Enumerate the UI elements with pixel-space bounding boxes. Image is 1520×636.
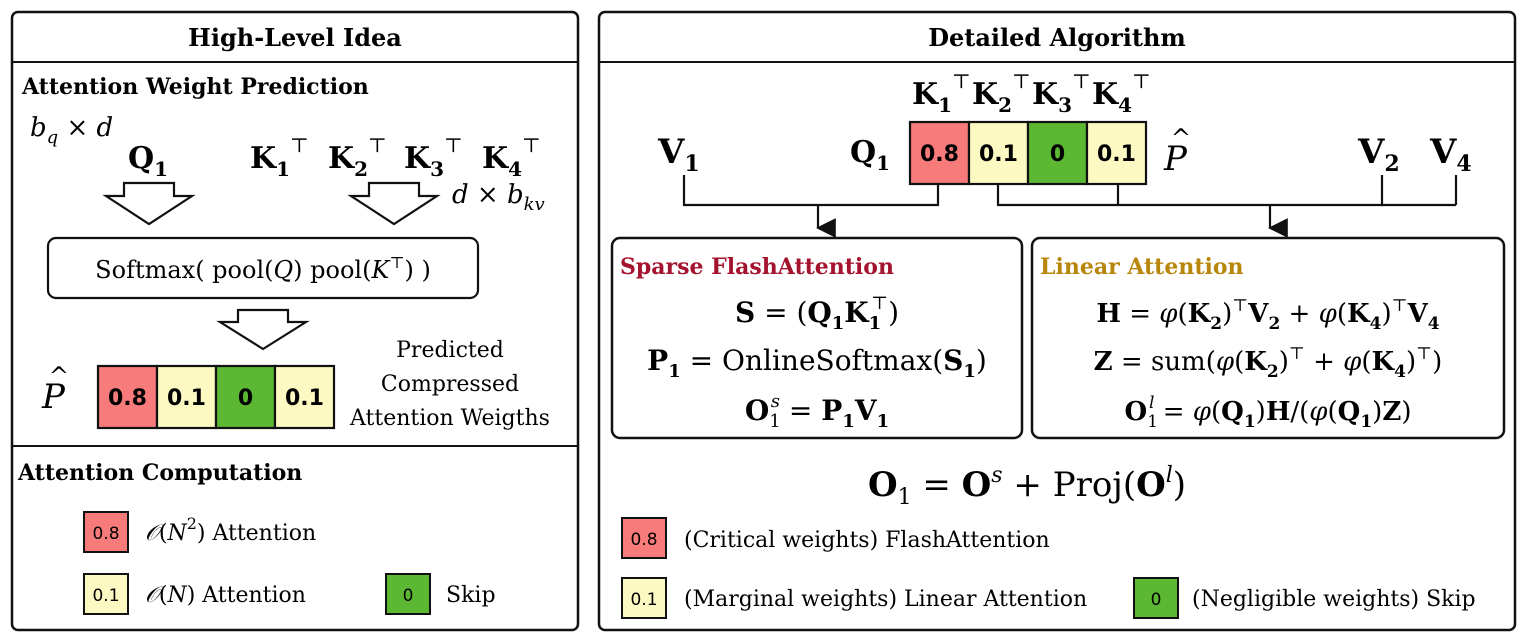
right-weight-cell-value-1: 0.8: [920, 142, 959, 167]
computation-section-title: Attention Computation: [17, 460, 302, 486]
softmax-box: [46, 236, 480, 300]
legend-swatch-skip-left: [385, 573, 431, 615]
left-weight-cell-1: [96, 364, 159, 430]
predicted-weights-row: 0.8 0.1 0 0.1: [96, 364, 336, 430]
left-weight-cell-value-2: 0.1: [167, 386, 206, 411]
legend-swatch-marginal-right-text: 0.1: [630, 590, 657, 610]
left-weight-cell-value-1: 0.8: [108, 386, 147, 411]
predicted-label-line-2: Compressed: [381, 372, 519, 397]
left-weight-cell-value-4: 0.1: [285, 386, 324, 411]
legend-label-marginal: (Marginal weights) Linear Attention: [684, 587, 1087, 612]
value-label-v1: V1: [657, 132, 700, 177]
arrow-down-icon-p: [216, 308, 310, 351]
right-weight-cell-4: [1085, 120, 1148, 186]
sparse-flashattention-title: Sparse FlashAttention: [620, 254, 894, 280]
right-weight-cell-value-3: 0: [1050, 142, 1065, 167]
flow-connectors: [682, 175, 1458, 238]
right-weight-cell-value-2: 0.1: [979, 142, 1018, 167]
legend-swatch-critical-right: [621, 517, 667, 559]
sparse-eq-p: P1 = OnlineSoftmax(S1): [647, 344, 987, 382]
predicted-label-line-3: Attention Weigths: [349, 406, 550, 431]
left-panel: High-Level Idea Attention Weight Predict…: [10, 10, 580, 632]
right-panel: Detailed Algorithm K1⊤ K2⊤ K3⊤ K4⊤ V1 Q1…: [597, 10, 1517, 632]
left-weight-cell-value-3: 0: [238, 386, 253, 411]
legend-swatch-negligible-right-text: 0: [1151, 590, 1162, 610]
legend-swatch-marginal-left: [83, 573, 129, 615]
sparse-eq-o: O1s = P1V1: [745, 391, 889, 432]
linear-attention-title: Linear Attention: [1040, 254, 1244, 280]
legend-label-negligible: (Negligible weights) Skip: [1192, 587, 1476, 612]
prediction-section-title: Attention Weight Prediction: [21, 74, 369, 100]
sparse-eq-s: S = (Q1K1⊤): [735, 293, 899, 334]
query-label-q1: Q1: [128, 141, 168, 181]
legend-label-skip: Skip: [446, 583, 496, 608]
linear-attention-box: [1030, 236, 1506, 440]
legend-swatch-marginal-right: [621, 577, 667, 619]
right-panel-title: Detailed Algorithm: [928, 23, 1186, 52]
softmax-formula: Softmax( pool(Q) pool(K⊤) ): [95, 253, 431, 284]
query-dimension-label: bq × d: [30, 113, 113, 148]
arrow-down-icon-k: [347, 181, 441, 226]
legend-swatch-marginal-left-text: 0.1: [92, 586, 119, 606]
legend-swatch-skip-left-text: 0: [403, 586, 414, 606]
left-panel-title: High-Level Idea: [188, 23, 402, 52]
legend-swatch-critical-right-text: 0.8: [630, 530, 657, 550]
legend-swatch-negligible-right: [1133, 577, 1179, 619]
legend-label-linear: 𝒪(N) Attention: [145, 583, 306, 608]
legend-swatch-critical-left-text: 0.8: [92, 524, 119, 544]
predicted-label-line-1: Predicted: [396, 338, 504, 363]
left-weight-cell-4: [273, 364, 336, 430]
final-output-formula: O1 = Os + Proj(Ol): [868, 463, 1186, 510]
right-weight-cell-value-4: 0.1: [1097, 142, 1136, 167]
left-weight-cell-3: [214, 364, 277, 430]
weights-row-right: 0.8 0.1 0 0.1: [908, 120, 1148, 186]
linear-eq-h: H = φ(K2)⊤V2 + φ(K4)⊤V4: [1096, 296, 1439, 334]
legend-label-critical: (Critical weights) FlashAttention: [684, 528, 1050, 553]
legend-swatch-critical-left: [83, 511, 129, 553]
arrow-down-icon-q: [102, 181, 196, 226]
sparse-flashattention-box: [610, 236, 1024, 440]
